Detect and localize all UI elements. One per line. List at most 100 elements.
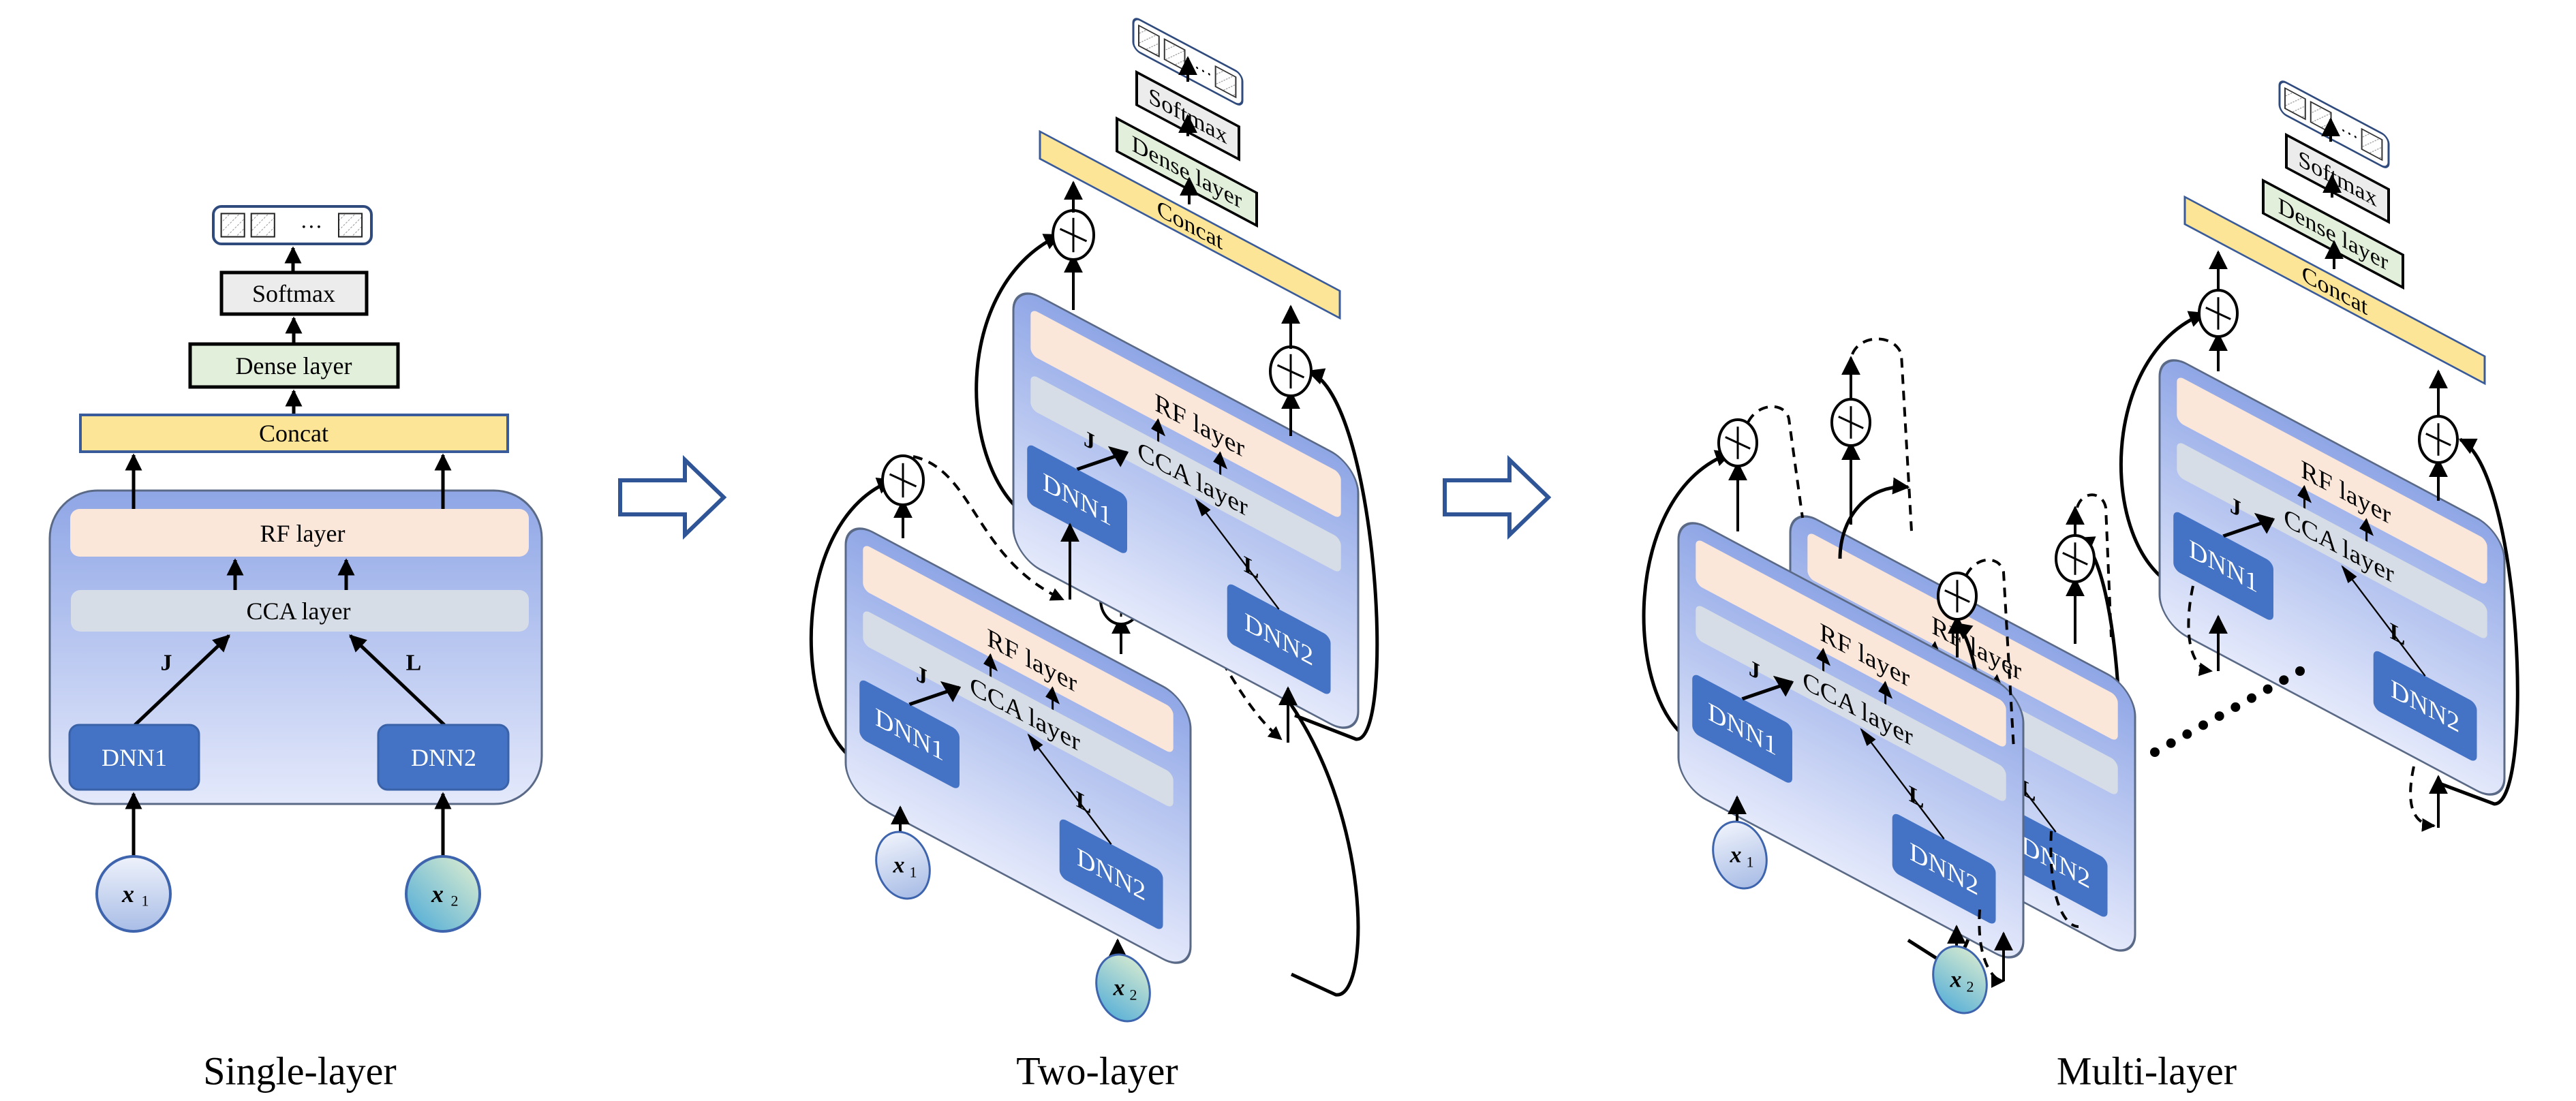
x1-label: x	[121, 880, 134, 908]
add-operator	[1052, 209, 1095, 261]
dashed-loop-bottom-l2	[2049, 831, 2079, 928]
ellipsis-label: …	[300, 209, 322, 234]
dnn1-box	[2173, 512, 2273, 620]
skip-path-left-layer1	[1642, 450, 1739, 772]
input-x2-letter: x	[1950, 967, 1962, 993]
input-x1-node	[875, 831, 931, 900]
x2-label: x	[431, 880, 444, 908]
arrow-dnn1-to-cca	[2222, 512, 2275, 538]
concat-box	[79, 414, 509, 453]
concat-label: Concat	[259, 420, 328, 447]
add-operator	[1269, 345, 1313, 397]
arrow-dnn2-to-cca	[349, 634, 446, 726]
rf-layer-box	[1696, 540, 2006, 747]
dashed-loop-dnn1-lN	[2187, 585, 2213, 677]
rf-layer-box	[70, 509, 529, 557]
skip-path-right-layerN	[2439, 437, 2519, 806]
add-operator	[1937, 572, 1978, 621]
input-x1-letter: x	[1730, 843, 1742, 868]
dashed-loop-bottom-l1	[1978, 909, 2005, 988]
input-x2-node	[1932, 945, 1988, 1014]
add-operator	[1717, 418, 1758, 467]
rf-layer-label: RF layer	[260, 520, 346, 547]
continuation-dot	[2150, 747, 2160, 757]
cca-layer-box	[71, 590, 529, 632]
input-x1-node	[95, 855, 172, 933]
arrow-dnn2-to-cca	[1195, 498, 1280, 610]
x1-subscript: 1	[142, 893, 149, 910]
add-operator	[2418, 415, 2459, 464]
output-vector: …	[212, 205, 373, 245]
softmax-label: Softmax	[252, 280, 335, 307]
transition-arrow-1	[618, 454, 727, 540]
continuation-dot	[2166, 738, 2176, 748]
skip-path-right-layer2	[1294, 368, 1379, 741]
cca-layer-box	[1696, 606, 2006, 801]
dense-block: Dense layer	[188, 342, 400, 389]
skip-path-l1-to-l2	[1838, 477, 1910, 559]
dnn2-label: DNN2	[411, 744, 476, 771]
input-x2-node	[405, 855, 481, 933]
input-x2-subscript: 2	[1130, 987, 1137, 1004]
j-label: J	[161, 651, 172, 676]
dnn1-box	[859, 680, 960, 788]
dashed-loop-right-l1	[1965, 558, 2015, 750]
dnn1-box	[1692, 674, 1792, 783]
rf-layer-box	[863, 546, 1174, 752]
dnn2-box	[2373, 651, 2477, 761]
l-label: L	[1076, 786, 1092, 820]
dnn1-box	[1027, 445, 1127, 553]
add-operator	[1830, 398, 1871, 447]
arrow-dnn1-to-cca	[908, 681, 962, 706]
input-x2-node	[1095, 953, 1151, 1023]
dnn2-box	[1227, 584, 1331, 694]
dashed-loop-left-l2	[1851, 337, 1913, 532]
arrow-dnn1-to-cca	[134, 634, 230, 726]
l-label: L	[1909, 780, 1925, 814]
skip-path-left-layer1	[809, 478, 904, 792]
cca-layer-box	[863, 611, 1174, 807]
continuation-dot	[2263, 684, 2273, 694]
softmax-block: Softmax	[219, 270, 369, 316]
continuation-dot	[2198, 720, 2208, 730]
dashed-loop-dnn2-lN	[2409, 766, 2436, 832]
concat-box	[1039, 129, 1341, 320]
add-operator	[2055, 534, 2096, 583]
output-cell-icon	[1214, 65, 1237, 99]
output-cell-icon	[2284, 87, 2306, 121]
continuation-dot	[2182, 729, 2192, 739]
l-label: L	[2390, 617, 2406, 651]
softmax-box	[219, 270, 369, 316]
arrow-dnn2-to-cca	[2341, 565, 2426, 677]
dashed-loop-left-l1	[1747, 405, 1804, 518]
input-x1-letter: x	[893, 853, 905, 878]
dnn2-box	[2004, 807, 2108, 917]
j-label: J	[1749, 654, 1760, 685]
cca-layer-box	[2177, 443, 2487, 638]
output-cell-icon	[2361, 127, 2383, 161]
rf-layer-box	[2177, 377, 2487, 584]
output-cell-icon	[250, 213, 275, 238]
continuation-dot	[2214, 711, 2224, 722]
output-cell-icon	[1138, 24, 1160, 58]
dnn2-box	[377, 724, 510, 791]
j-label: J	[916, 660, 927, 691]
l-label: L	[1244, 550, 1259, 585]
j-label: J	[2230, 491, 2241, 523]
dashed-loop-right-l2	[2076, 493, 2113, 638]
arrow-dnn1-to-cca	[1741, 675, 1794, 700]
concat-box	[2183, 195, 2486, 386]
caption-single-layer: Single-layer	[203, 1049, 396, 1094]
